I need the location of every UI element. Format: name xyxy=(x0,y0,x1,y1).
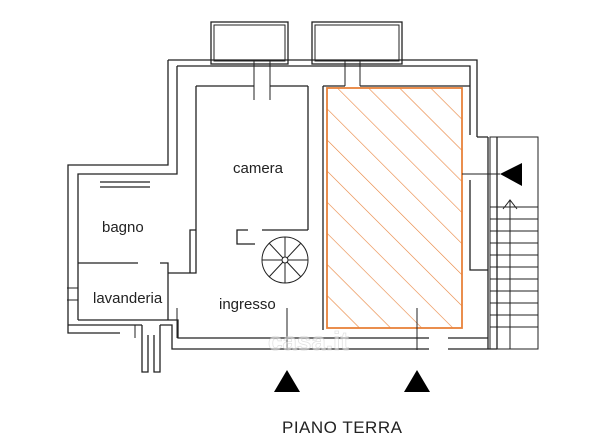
floor-title: PIANO TERRA xyxy=(282,418,403,437)
entrance-arrow-icon xyxy=(500,163,522,186)
room-label-camera: camera xyxy=(233,160,284,177)
entrance-arrow-icon xyxy=(404,370,430,392)
balcony-left xyxy=(210,21,289,65)
spiral-staircase-icon xyxy=(261,236,309,284)
interior-walls xyxy=(67,60,470,338)
room-label-ingresso: ingresso xyxy=(219,296,276,313)
entrance-arrow-icon xyxy=(274,370,300,392)
room-label-bagno: bagno xyxy=(102,219,144,236)
balcony-right xyxy=(311,21,403,65)
exterior-stairs xyxy=(462,136,539,350)
watermark: casa.it xyxy=(268,326,349,356)
highlighted-unit-area xyxy=(326,87,463,329)
room-label-lavanderia: lavanderia xyxy=(93,290,163,307)
